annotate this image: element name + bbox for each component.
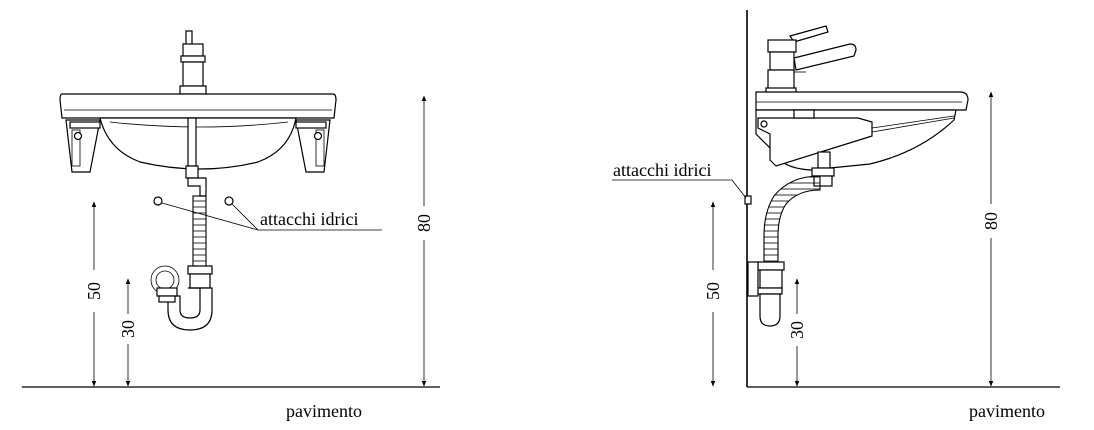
side-floor-label: pavimento bbox=[969, 401, 1045, 421]
front-water-connections bbox=[153, 196, 382, 231]
front-dim-30-text: 30 bbox=[118, 320, 138, 338]
front-dim-30: 30 bbox=[118, 278, 138, 387]
side-dim-80-text: 80 bbox=[981, 212, 1001, 230]
front-dim-50-text: 50 bbox=[84, 282, 104, 300]
side-water-connection bbox=[612, 179, 752, 205]
front-drain-trap bbox=[150, 165, 213, 331]
side-water-inlet bbox=[744, 195, 752, 205]
side-dim-50: 50 bbox=[703, 201, 723, 387]
side-view: attacchi idrici 80 50 30 pavimento bbox=[612, 10, 1060, 421]
side-washbasin bbox=[755, 91, 969, 171]
side-water-label: attacchi idrici bbox=[613, 160, 711, 180]
front-view: attacchi idrici 80 50 30 pavimento bbox=[22, 30, 440, 421]
front-floor-label: pavimento bbox=[286, 401, 362, 421]
side-dim-30-text: 30 bbox=[787, 321, 807, 339]
side-dim-30: 30 bbox=[787, 278, 807, 387]
front-washbasin bbox=[59, 93, 337, 173]
front-dim-50: 50 bbox=[84, 201, 104, 387]
side-faucet bbox=[765, 25, 857, 95]
side-drain-trap bbox=[747, 151, 835, 327]
water-inlet-right bbox=[224, 196, 234, 206]
side-dim-80: 80 bbox=[981, 91, 1001, 387]
front-water-label: attacchi idrici bbox=[260, 209, 358, 229]
front-faucet bbox=[179, 30, 207, 95]
front-dim-80: 80 bbox=[414, 95, 434, 387]
water-inlet-left bbox=[153, 196, 163, 206]
front-dim-80-text: 80 bbox=[414, 214, 434, 232]
side-dim-50-text: 50 bbox=[703, 282, 723, 300]
